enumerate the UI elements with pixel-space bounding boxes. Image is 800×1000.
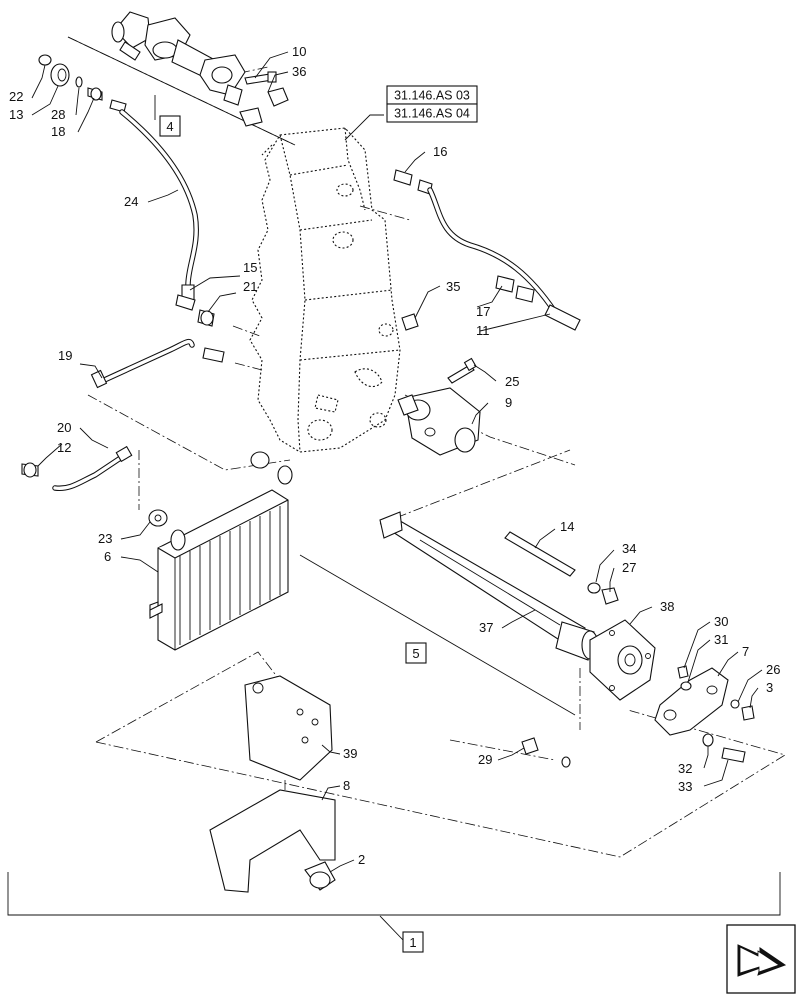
reference-box-a[interactable]: 31.146.AS 03 [386,85,478,105]
nut-36 [239,87,289,127]
callout-36: 36 [292,64,306,79]
callout-15: 15 [243,260,257,275]
callout-27: 27 [622,560,636,575]
callout-22: 22 [9,89,23,104]
leader-lines [31,51,763,941]
callout-33: 33 [678,779,692,794]
callout-35: 35 [446,279,460,294]
bolt-3 [741,705,755,721]
callout-3: 3 [766,680,773,695]
callout-12: 12 [57,440,71,455]
callout-11: 11 [476,323,490,338]
washer-32 [702,733,714,747]
gearbox-housing [249,127,401,453]
callout-16: 16 [433,144,447,159]
callout-26: 26 [766,662,780,677]
bracket-7 [654,667,729,736]
fitting-12 [21,462,39,478]
pin-14 [504,531,576,577]
callout-24: 24 [124,194,138,209]
hose-24 [109,99,199,301]
callout-31: 31 [714,632,728,647]
group-label-4: 4 [166,119,173,134]
callout-30: 30 [714,614,728,629]
callout-10: 10 [292,44,306,59]
bolt-30 [677,665,689,679]
callout-14: 14 [560,519,574,534]
reference-box-b[interactable]: 31.146.AS 04 [386,103,478,123]
o-ring-28 [75,76,83,88]
shaft-37 [379,511,599,661]
callout-38: 38 [660,599,674,614]
callout-21: 21 [243,279,257,294]
bolt-10 [244,71,277,85]
callout-39: 39 [343,746,357,761]
callout-20: 20 [57,420,71,435]
fitting-16 [393,169,413,186]
callout-25: 25 [505,374,519,389]
callout-17: 17 [476,304,490,319]
bolt-25 [447,357,477,384]
callout-19: 19 [58,348,72,363]
seal-13 [50,63,70,87]
group-1-bracket [7,872,781,916]
oil-cooler-6 [149,451,293,651]
group-box-4: 4 [159,115,181,137]
group-box-1: 1 [402,931,424,953]
flange-38 [589,619,656,701]
callout-13: 13 [9,107,23,122]
callout-labels: 10 36 22 13 28 18 24 15 21 19 20 12 23 6… [9,44,780,867]
callout-7: 7 [742,644,749,659]
callout-23: 23 [98,531,112,546]
callout-2: 2 [358,852,365,867]
snap-ring-22 [38,54,52,66]
clip-29 [521,737,571,768]
adapter-21 [197,309,215,327]
callout-8: 8 [343,778,350,793]
hose-20 [52,445,133,492]
callout-34: 34 [622,541,636,556]
coupler-9 [397,387,481,456]
group-4-line [67,36,296,146]
washer-31 [680,681,692,691]
callout-32: 32 [678,761,692,776]
callout-18: 18 [51,124,65,139]
group-label-5: 5 [412,646,419,661]
elbow-15 [175,294,196,311]
plug-35 [401,313,419,331]
callout-9: 9 [505,395,512,410]
washer-23 [148,509,168,527]
shield-8 [209,789,336,893]
drive-shaft-assembly [111,11,246,106]
reference-link-b[interactable]: 31.146.AS 04 [394,107,470,121]
plate-39 [244,675,333,781]
callout-28: 28 [51,107,65,122]
group-label-1: 1 [409,935,416,950]
washer-34 [587,582,601,594]
knob-2 [304,861,336,891]
fitting-18 [87,87,103,101]
bolt-33 [721,747,746,763]
group-box-5: 5 [405,642,427,664]
reference-link-a[interactable]: 31.146.AS 03 [394,89,470,103]
washer-26 [730,699,740,709]
callout-37: 37 [479,620,493,635]
hose-11 [417,179,581,331]
hose-19 [90,338,225,389]
group-5-line [299,554,576,716]
callout-29: 29 [478,752,492,767]
callout-6: 6 [104,549,111,564]
next-page-arrow-icon[interactable] [726,924,796,994]
